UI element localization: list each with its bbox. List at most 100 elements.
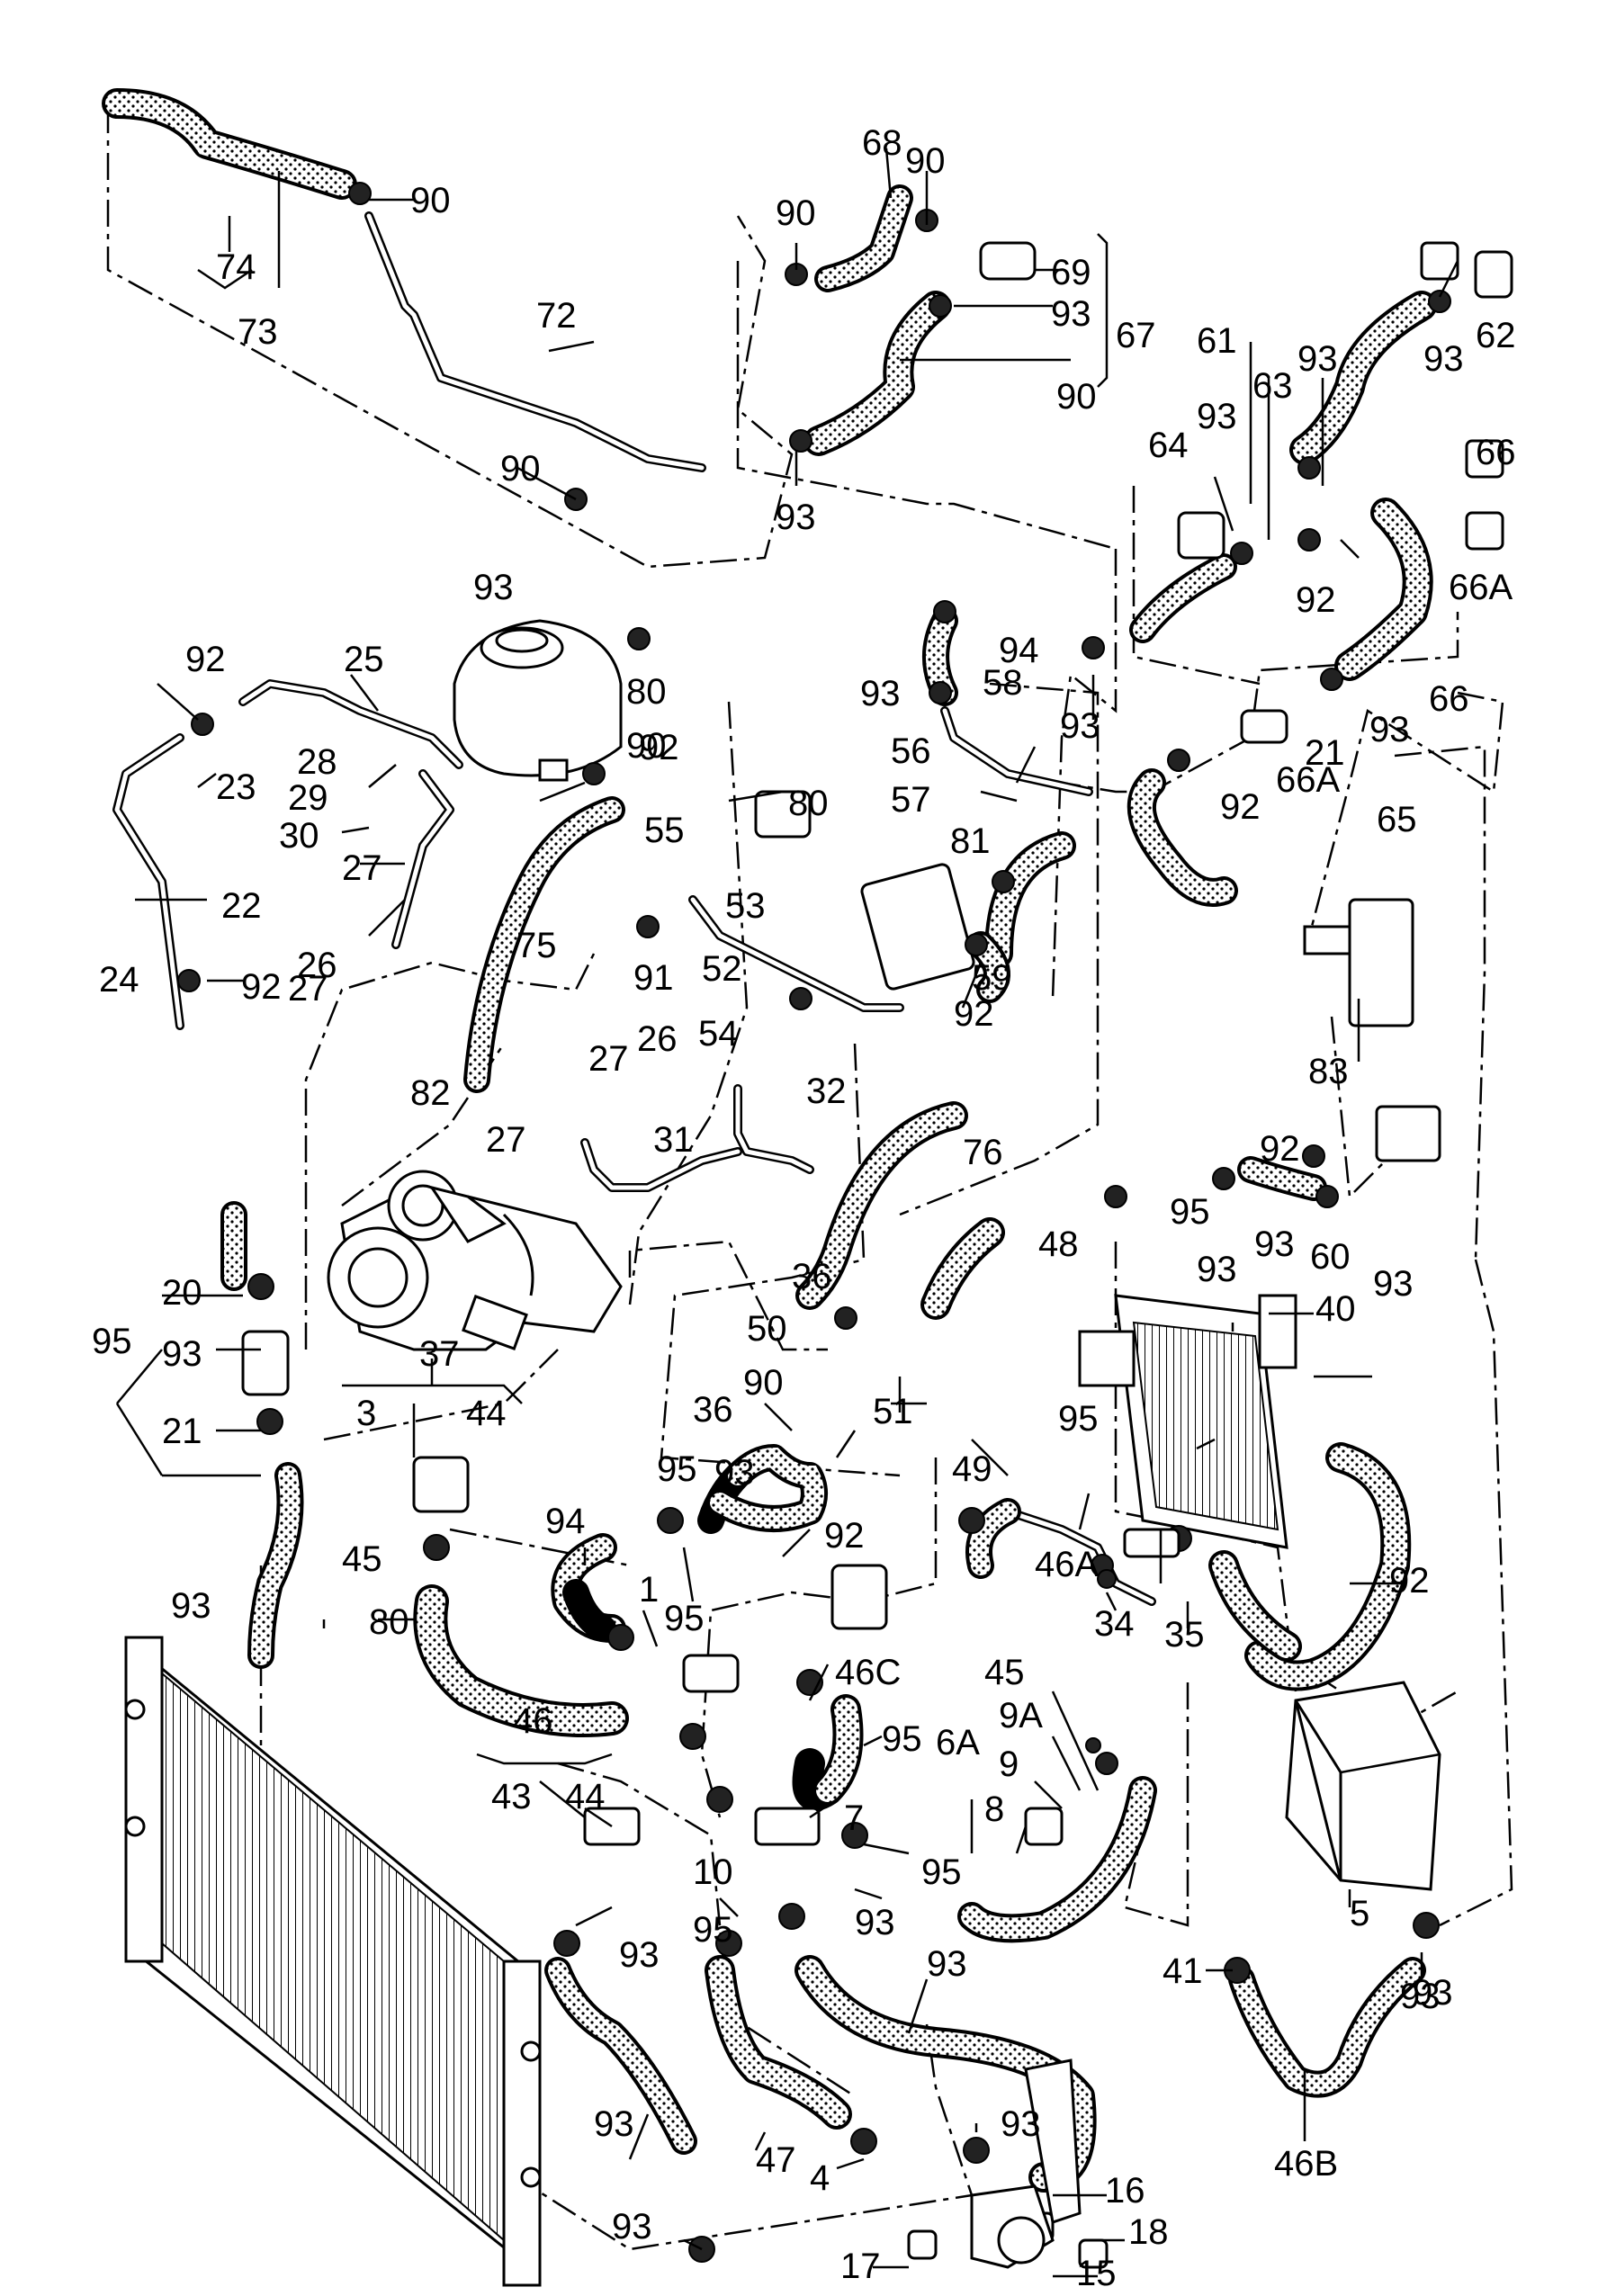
callout: 45 [984, 1653, 1025, 1692]
turbocharger-icon [327, 1170, 623, 1351]
callout: 36 [693, 1390, 733, 1430]
callout: 93 [1060, 706, 1100, 746]
callout-labels: 90 74 73 72 90 68 90 90 69 93 67 90 93 6… [92, 123, 1516, 2293]
callout: 23 [216, 767, 256, 807]
callout: 62 [1476, 316, 1516, 355]
callout: 4 [810, 2158, 830, 2198]
callout: 55 [644, 811, 685, 850]
callout: 93 [1001, 2104, 1041, 2144]
callout: 22 [221, 886, 262, 926]
callout: 66A [1449, 568, 1513, 607]
callout: 92 [185, 640, 226, 679]
callout: 26 [637, 1019, 678, 1059]
callout: 5 [1350, 1894, 1369, 1933]
callout: 25 [344, 640, 384, 679]
callout: 65 [1377, 800, 1417, 839]
callout: 6A [936, 1723, 980, 1762]
callout: 92 [241, 967, 282, 1007]
callout: 80 [788, 784, 829, 823]
callout: 95 [882, 1719, 922, 1759]
callout: 51 [873, 1392, 913, 1431]
callout: 32 [806, 1072, 847, 1111]
callout: 66A [1276, 760, 1340, 800]
callout: 81 [950, 821, 991, 861]
callout: 75 [516, 926, 557, 965]
callout: 72 [536, 296, 577, 336]
callout: 16 [1105, 2171, 1145, 2211]
callout: 90 [500, 449, 541, 489]
callout: 8 [984, 1789, 1004, 1829]
callout: 93 [1400, 1977, 1441, 2016]
callout: 66 [1476, 433, 1516, 472]
callout: 93 [1297, 339, 1338, 379]
callout: 93 [927, 1944, 967, 1984]
callout: 82 [410, 1073, 451, 1113]
callout: 53 [725, 886, 766, 926]
callout: 94 [999, 631, 1039, 670]
callout: 90 [626, 726, 667, 766]
callout: 93 [860, 674, 901, 713]
callout: 43 [491, 1777, 532, 1816]
callout: 93 [1197, 1250, 1237, 1289]
callout: 50 [747, 1309, 787, 1349]
callout: 47 [756, 2140, 796, 2180]
callout: 90 [743, 1363, 784, 1403]
air-duct-icon [1285, 1681, 1441, 1891]
callout: 1 [639, 1570, 659, 1610]
callout: 40 [1315, 1289, 1356, 1329]
callout: 92 [1220, 787, 1261, 827]
callout: 95 [1170, 1192, 1210, 1232]
callout: 74 [216, 247, 256, 287]
callout: 92 [639, 728, 679, 767]
callout: 48 [1038, 1224, 1079, 1264]
callout: 95 [921, 1852, 962, 1892]
callout: 93 [619, 1935, 660, 1975]
callout: 52 [702, 949, 742, 989]
callout: 92 [1389, 1561, 1430, 1601]
intercooler-icon [1078, 1294, 1297, 1549]
callout: 93 [855, 1903, 895, 1942]
callout: 30 [279, 816, 319, 856]
callout: 35 [1164, 1615, 1205, 1655]
cooler-blocks [860, 863, 1414, 1027]
callout: 31 [653, 1120, 694, 1160]
callout: 91 [633, 958, 674, 998]
callout: 41 [1163, 1951, 1203, 1991]
callout: 46C [835, 1653, 901, 1692]
hose-icon [102, 88, 1437, 2193]
radiator-icon [124, 1636, 542, 2287]
callout: 56 [891, 731, 931, 771]
callout: 93 [1369, 710, 1410, 749]
callout: 73 [238, 312, 278, 352]
callout: 80 [626, 672, 667, 712]
callout: 15 [1076, 2254, 1117, 2293]
callout: 83 [1308, 1052, 1349, 1091]
callout: 93 [612, 2207, 652, 2247]
callout: 93 [1423, 339, 1464, 379]
callout: 36 [792, 1257, 832, 1296]
callout: 58 [983, 663, 1023, 703]
callout: 92 [1296, 580, 1336, 620]
callout: 93 [171, 1586, 211, 1626]
callout: 93 [1197, 397, 1237, 436]
callout: 7 [844, 1798, 864, 1838]
callout: 28 [297, 742, 337, 782]
callout: 95 [657, 1449, 697, 1489]
callout: 54 [698, 1014, 739, 1054]
expansion-tank-icon [453, 619, 623, 782]
callout: 3 [356, 1394, 376, 1433]
callout: 94 [545, 1502, 586, 1541]
callout: 93 [1413, 1973, 1453, 2013]
callout: 27 [342, 848, 382, 888]
callout: 90 [410, 181, 451, 220]
callout: 93 [1051, 294, 1091, 334]
callout: 93 [473, 568, 514, 607]
callout: 60 [1310, 1237, 1351, 1277]
callout: 26 [297, 946, 337, 985]
callout: 9A [999, 1696, 1043, 1735]
callout: 46B [1274, 2144, 1338, 2184]
callout: 93 [776, 498, 816, 537]
callout: 90 [776, 193, 816, 233]
callout: 90 [1056, 377, 1097, 417]
